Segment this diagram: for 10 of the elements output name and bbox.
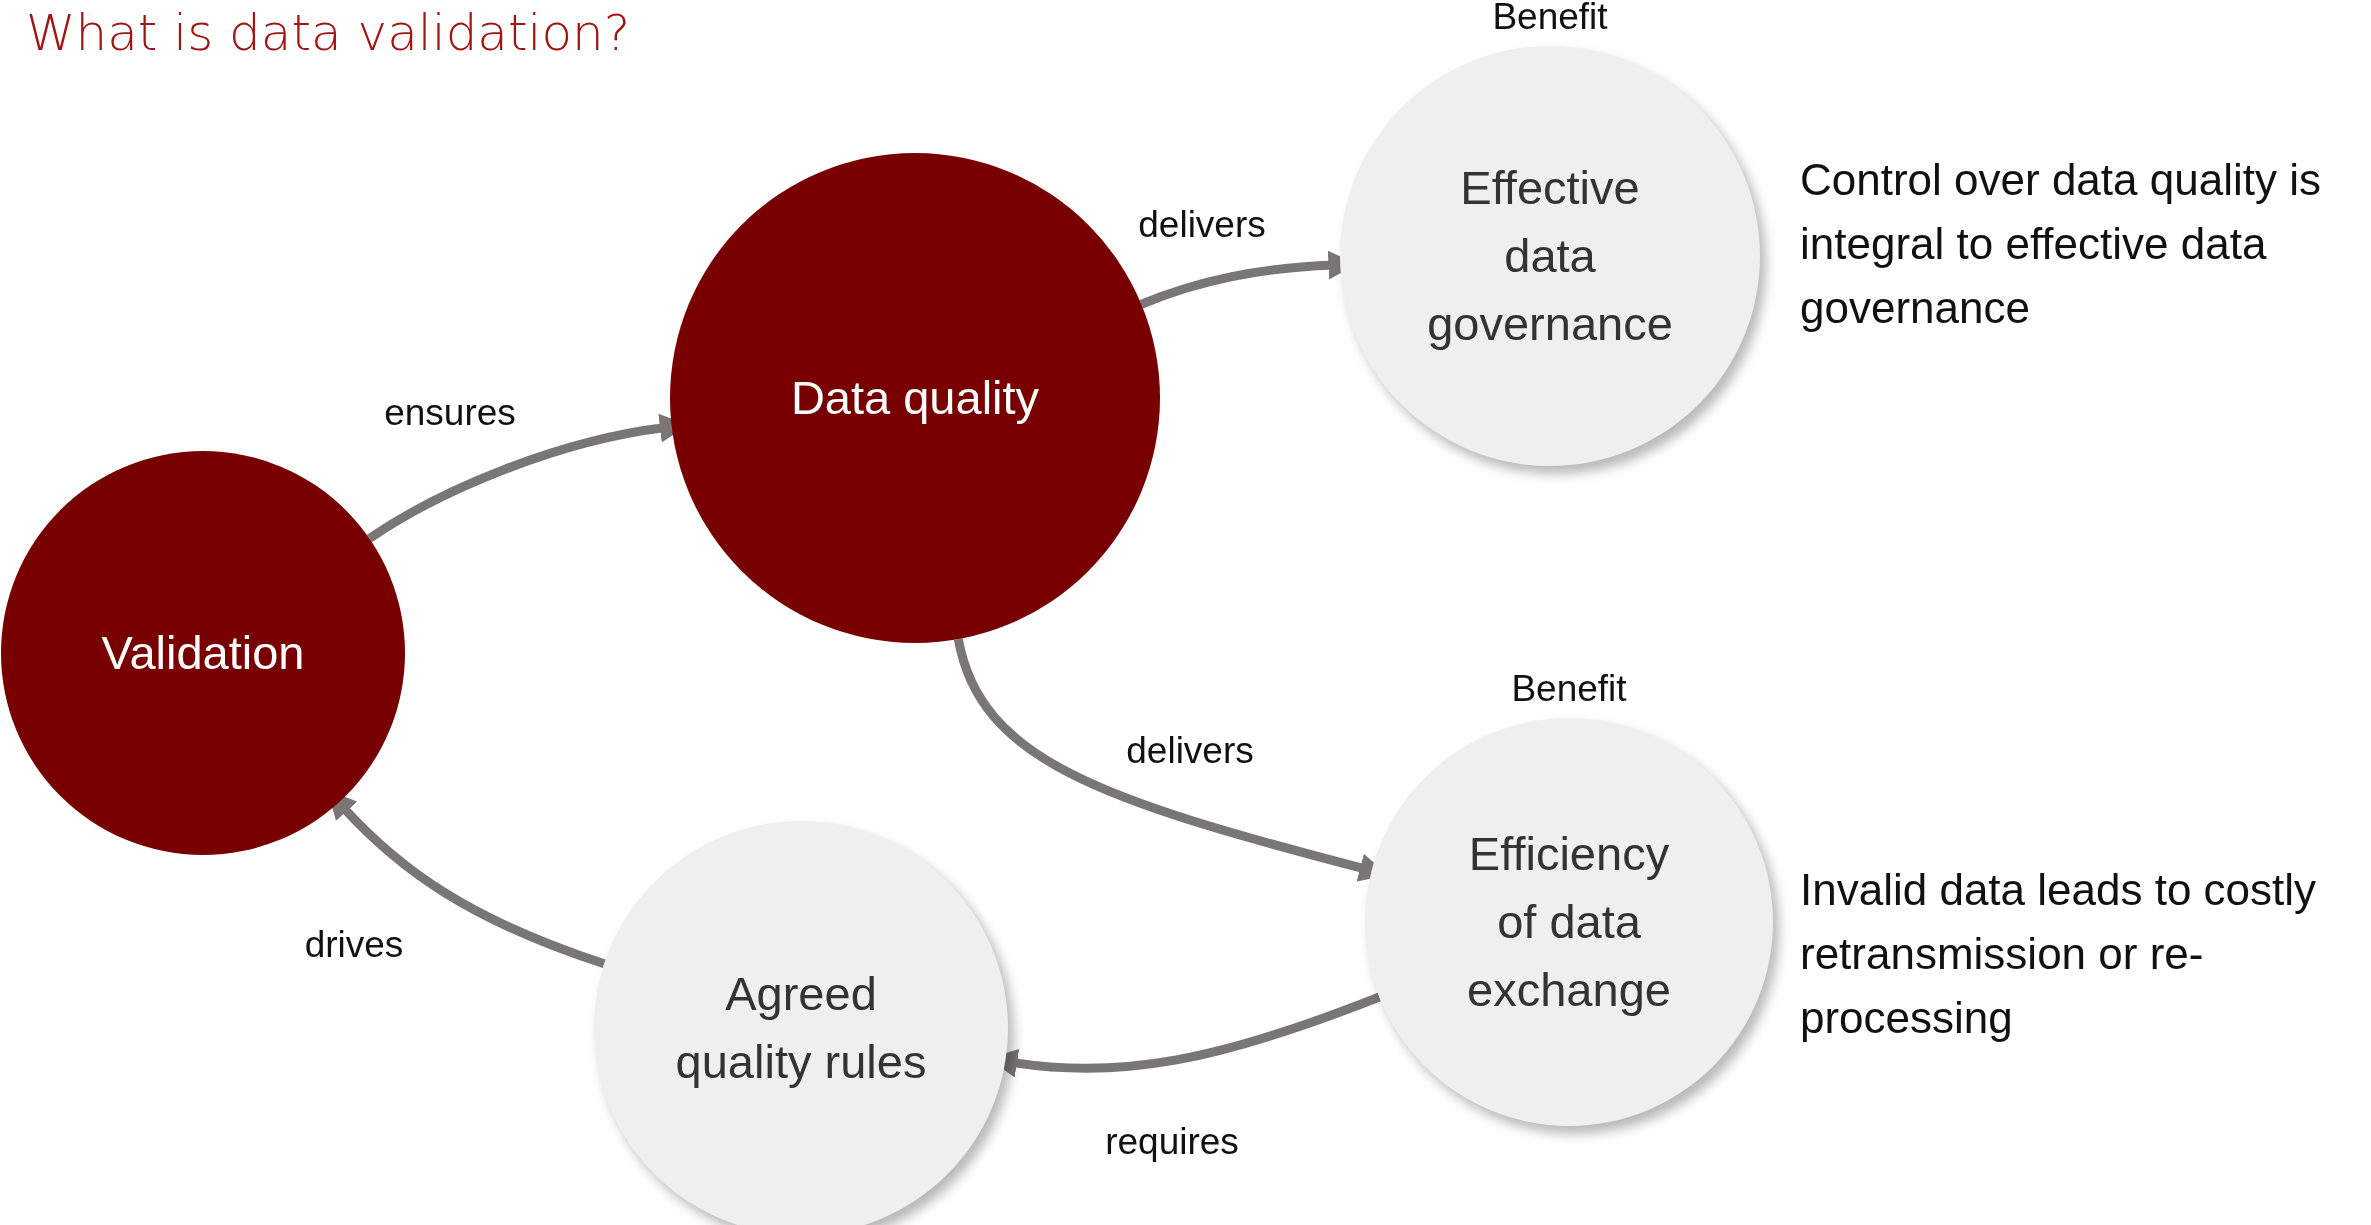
node-label: Validation: [100, 624, 306, 681]
node-label: Agreed quality rules: [674, 965, 928, 1090]
description-text: Invalid data leads to costly retransmission or re-processing: [1800, 864, 2318, 1044]
node-heading: Benefit: [1511, 670, 1627, 707]
node-heading: Benefit: [1492, 0, 1608, 35]
node-label: Efficiency of data exchange: [1466, 825, 1672, 1019]
node-label: Data quality: [789, 369, 1041, 426]
title: What is data validation?: [26, 4, 631, 62]
description-text: Control over data quality is integral to effective data governance: [1800, 154, 2322, 334]
node-label: Effective data governance: [1426, 159, 1674, 353]
